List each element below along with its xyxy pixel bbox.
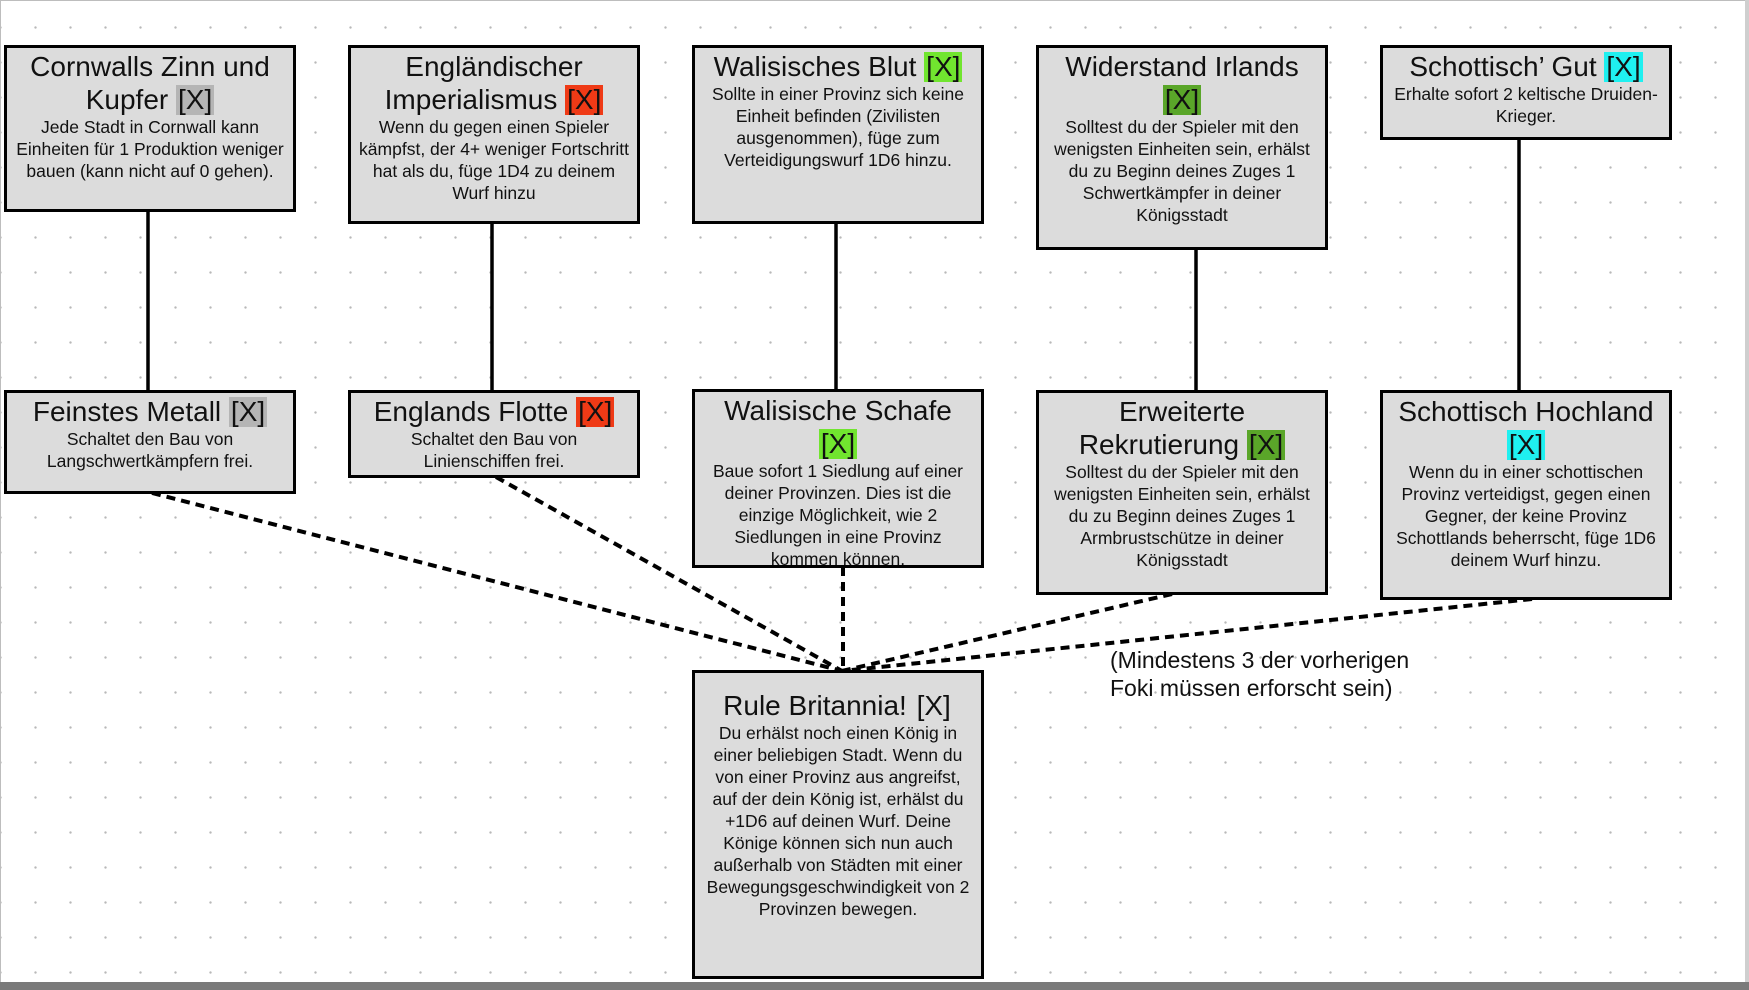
dashed-link-englands-flotte-rule-britannia (495, 475, 843, 673)
card-title: Feinstes Metall [X] (32, 396, 268, 427)
card-title: Engländischer Imperialismus [X] (384, 51, 604, 115)
card-title: Rule Britannia! [X] (723, 690, 951, 721)
tag-marker: [X] (1162, 84, 1202, 115)
dashed-link-rekrutierung-rule-britannia (841, 592, 1173, 673)
dashed-link-hochland-rule-britannia (841, 597, 1533, 673)
card-title: Englands Flotte [X] (373, 396, 615, 427)
bottom-strip (0, 982, 1749, 990)
tag-marker: [X] (924, 51, 963, 82)
tag-marker: [X] (1506, 429, 1546, 460)
tag-marker: [X] (916, 690, 951, 721)
card-feinstes-metall: Feinstes Metall [X] Schaltet den Bau von… (4, 390, 296, 494)
card-title: Walisisches Blut [X] (713, 51, 963, 82)
card-schottisch-gut: Schottisch’ Gut [X] Erhalte sofort 2 kel… (1380, 45, 1672, 140)
tag-marker: [X] (576, 396, 615, 427)
card-description: Baue sofort 1 Siedlung auf einer deiner … (712, 461, 964, 568)
card-title: Schottisch Hochland [X] (1398, 396, 1654, 460)
card-title: Schottisch’ Gut [X] (1409, 51, 1643, 82)
requirement-note: (Mindestens 3 der vorherigen Foki müssen… (1110, 647, 1410, 701)
card-rule-britannia: Rule Britannia! [X] Du erhälst noch eine… (692, 670, 984, 979)
card-title: Cornwalls Zinn und Kupfer [X] (30, 51, 270, 115)
card-description: Wenn du in einer schottischen Provinz ve… (1396, 462, 1656, 570)
card-rekrutierung: Erweiterte Rekrutierung [X] Solltest du … (1036, 390, 1328, 595)
card-description: Sollte in einer Provinz sich keine Einhe… (712, 84, 964, 170)
card-widerstand: Widerstand Irlands [X] Solltest du der S… (1036, 45, 1328, 250)
card-cornwall: Cornwalls Zinn und Kupfer [X] Jede Stadt… (4, 45, 296, 212)
card-description: Solltest du der Spieler mit den wenigste… (1054, 117, 1310, 225)
card-imperialismus: Engländischer Imperialismus [X] Wenn du … (348, 45, 640, 224)
card-englands-flotte: Englands Flotte [X] Schaltet den Bau von… (348, 390, 640, 478)
card-title: Walisische Schafe [X] (724, 395, 952, 459)
card-title: Erweiterte Rekrutierung [X] (1078, 396, 1286, 460)
card-description: Jede Stadt in Cornwall kann Einheiten fü… (16, 117, 284, 181)
tag-marker: [X] (818, 428, 858, 459)
dashed-link-feinstes-metall-rule-britannia (151, 491, 843, 673)
card-walisisches-blut: Walisisches Blut [X] Sollte in einer Pro… (692, 45, 984, 224)
tag-marker: [X] (1604, 51, 1643, 82)
right-edge (1745, 0, 1749, 982)
card-description: Solltest du der Spieler mit den wenigste… (1054, 462, 1310, 570)
card-description: Wenn du gegen einen Spieler kämpfst, der… (359, 117, 629, 203)
tag-marker: [X] (1246, 429, 1286, 460)
tag-marker: [X] (228, 396, 268, 427)
tag-marker: [X] (565, 84, 604, 115)
card-description: Schaltet den Bau von Linienschiffen frei… (410, 429, 578, 471)
card-hochland: Schottisch Hochland [X] Wenn du in einer… (1380, 390, 1672, 600)
card-walisische-schafe: Walisische Schafe [X] Baue sofort 1 Sied… (692, 389, 984, 568)
card-description: Du erhälst noch einen König in einer bel… (706, 723, 970, 919)
card-description: Schaltet den Bau von Langschwertkämpfern… (46, 429, 254, 471)
card-description: Erhalte sofort 2 keltische Druiden-Krieg… (1394, 84, 1658, 126)
tag-marker: [X] (176, 84, 215, 115)
card-title: Widerstand Irlands [X] (1065, 51, 1299, 115)
